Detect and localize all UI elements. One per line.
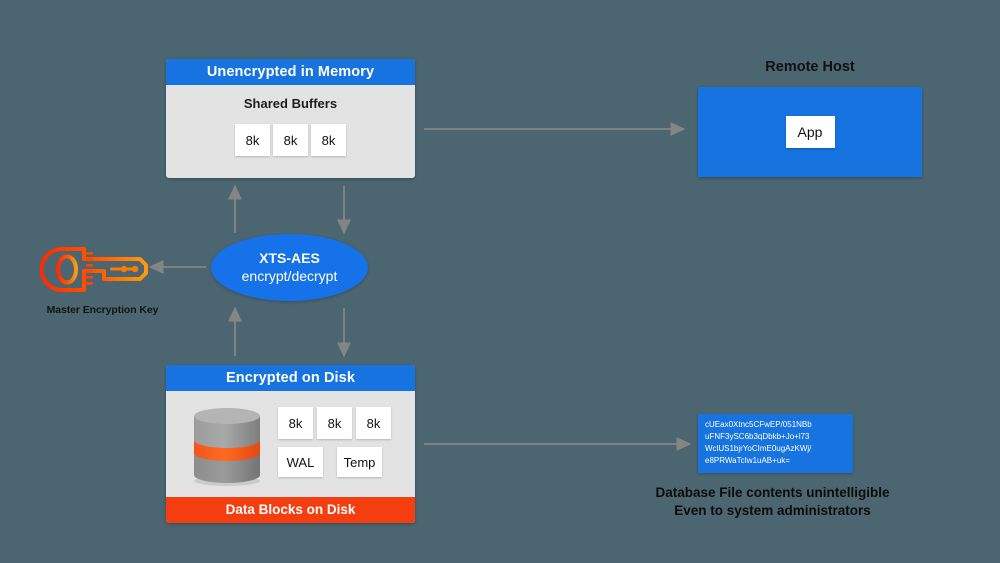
memory-block: 8k bbox=[311, 124, 346, 156]
database-cylinder-icon bbox=[194, 408, 260, 486]
ciphertext-caption-line-2: Even to system administrators bbox=[674, 503, 871, 518]
disk-panel-header: Encrypted on Disk bbox=[166, 365, 415, 391]
ciphertext-line: WclUS1bjrYoCImE0ugAzKWj/ bbox=[705, 444, 812, 453]
key-icon bbox=[39, 247, 148, 292]
xts-aes-subtitle: encrypt/decrypt bbox=[241, 268, 338, 284]
disk-block: 8k bbox=[356, 407, 391, 439]
master-encryption-key-group: Master Encryption Key bbox=[39, 243, 165, 316]
memory-panel-header: Unencrypted in Memory bbox=[166, 59, 415, 85]
ciphertext-line: cUEax0Xtnc5CFwEP/051NBb bbox=[705, 420, 812, 429]
temp-block: Temp bbox=[337, 447, 382, 477]
remote-host-title: Remote Host bbox=[765, 59, 855, 75]
disk-block: 8k bbox=[278, 407, 313, 439]
memory-block-row: 8k 8k 8k bbox=[166, 124, 415, 156]
disk-panel-footer: Data Blocks on Disk bbox=[166, 497, 415, 523]
ciphertext-caption-line-1: Database File contents unintelligible bbox=[655, 485, 890, 500]
ciphertext-box: cUEax0Xtnc5CFwEP/051NBb uFNF3ySC6b3qDbkb… bbox=[698, 414, 853, 473]
ciphertext-caption: Database File contents unintelligible Ev… bbox=[600, 484, 945, 520]
xts-aes-title: XTS-AES bbox=[259, 250, 320, 266]
ciphertext-line: e8PRWaTcIw1uAB+uk= bbox=[705, 456, 790, 465]
ciphertext-line: uFNF3ySC6b3qDbkb+Jo+l73 bbox=[705, 432, 810, 441]
master-encryption-key-label: Master Encryption Key bbox=[46, 304, 159, 316]
disk-panel-body: 8k 8k 8k WAL Temp bbox=[166, 391, 415, 497]
disk-block-row-2: WAL Temp bbox=[278, 447, 400, 477]
xts-aes-node: XTS-AES encrypt/decrypt bbox=[211, 234, 368, 301]
remote-host-box: App bbox=[698, 87, 922, 177]
app-node: App bbox=[785, 116, 835, 148]
memory-block: 8k bbox=[273, 124, 308, 156]
disk-block: 8k bbox=[317, 407, 352, 439]
disk-panel: Encrypted on Disk bbox=[166, 365, 415, 523]
memory-block: 8k bbox=[235, 124, 270, 156]
wal-block: WAL bbox=[278, 447, 323, 477]
disk-block-row-1: 8k 8k 8k bbox=[278, 407, 400, 439]
disk-block-grid: 8k 8k 8k WAL Temp bbox=[278, 407, 400, 477]
shared-buffers-label: Shared Buffers bbox=[243, 96, 338, 111]
memory-panel: Unencrypted in Memory Shared Buffers 8k … bbox=[166, 59, 415, 178]
